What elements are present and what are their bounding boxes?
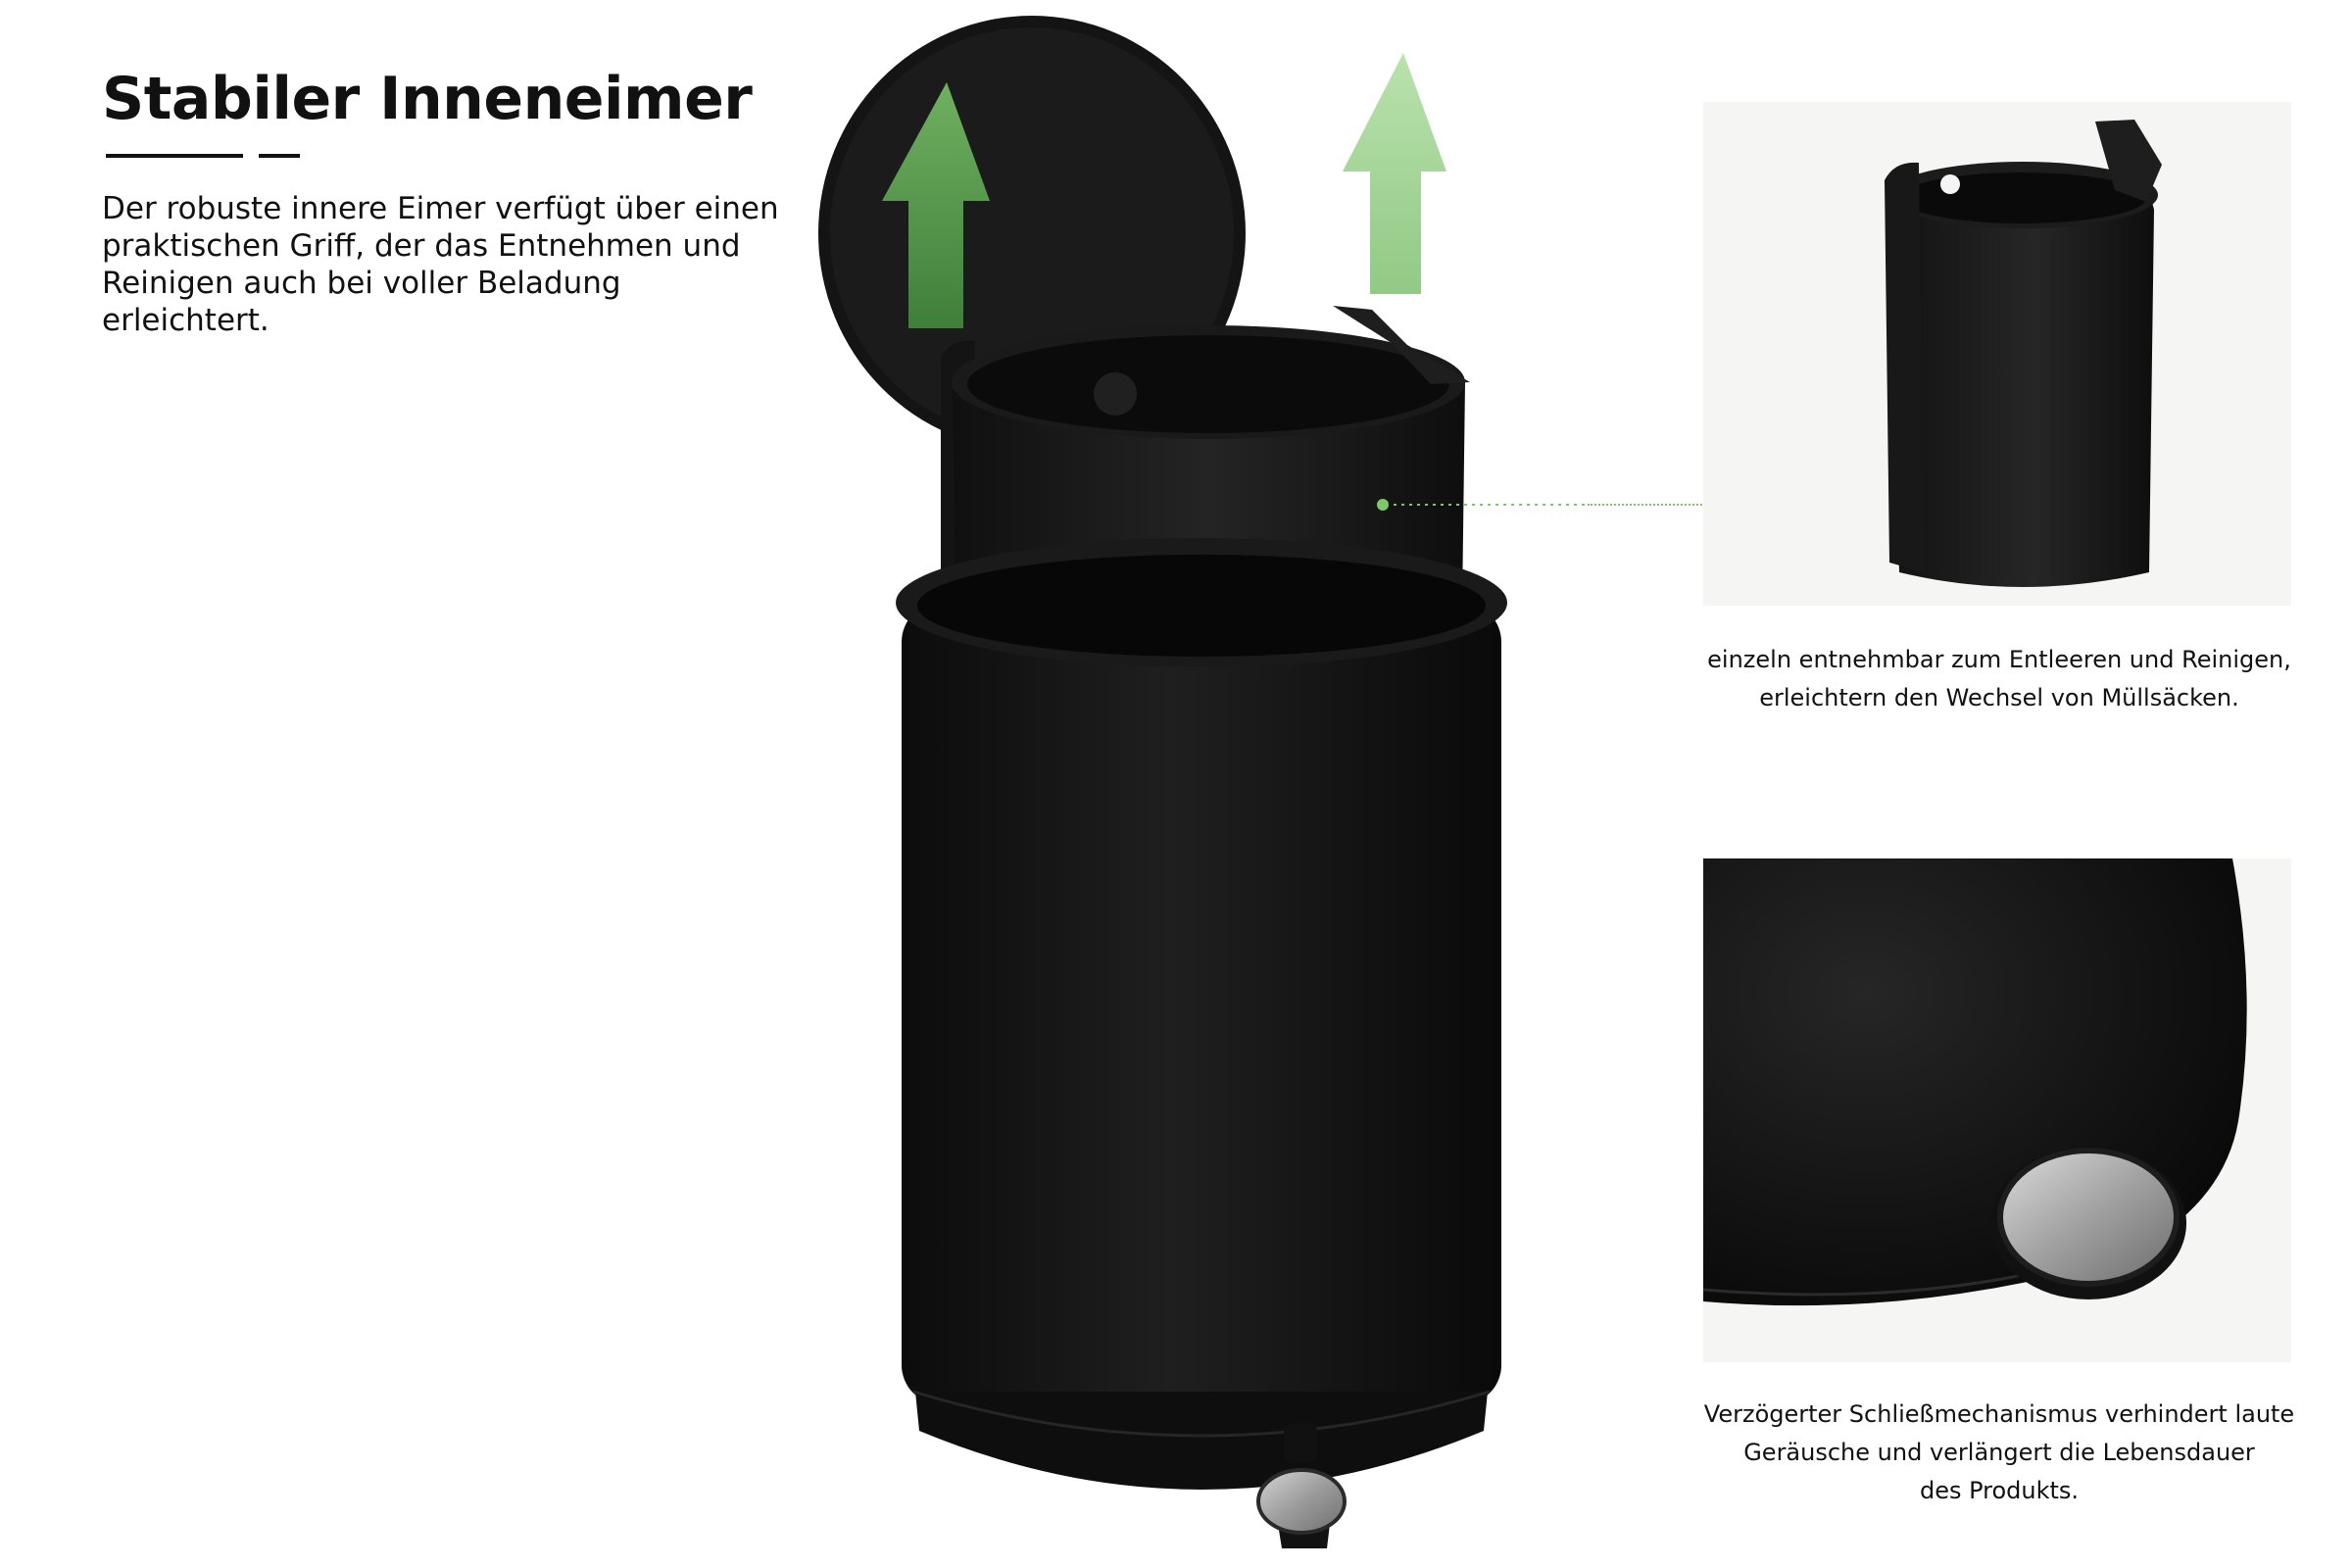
lift-arrow-dark xyxy=(882,82,990,328)
inner-bucket-icon xyxy=(1885,120,2162,587)
title-underline-short xyxy=(259,154,300,158)
feature-caption-soft-close: Verzögerter Schließmechanismus verhinder… xyxy=(1703,1400,2295,1504)
page-title: Stabiler Inneneimer xyxy=(102,65,753,133)
pedal-closeup-icon xyxy=(1703,858,2291,1362)
callout-pointer xyxy=(1377,499,1588,511)
bin-body xyxy=(896,538,1507,1490)
pedal-panel xyxy=(1703,858,2291,1362)
title-underline xyxy=(106,154,243,158)
lift-arrow-light xyxy=(1343,53,1446,294)
inner-bucket-panel xyxy=(1703,102,2291,606)
trash-bin-illustration xyxy=(804,0,1588,1568)
feature-caption-removable: einzeln entnehmbar zum Entleeren und Rei… xyxy=(1707,646,2291,711)
product-description: Der robuste innere Eimer verfügt über ei… xyxy=(102,191,779,338)
foot-pedal xyxy=(1256,1423,1347,1548)
